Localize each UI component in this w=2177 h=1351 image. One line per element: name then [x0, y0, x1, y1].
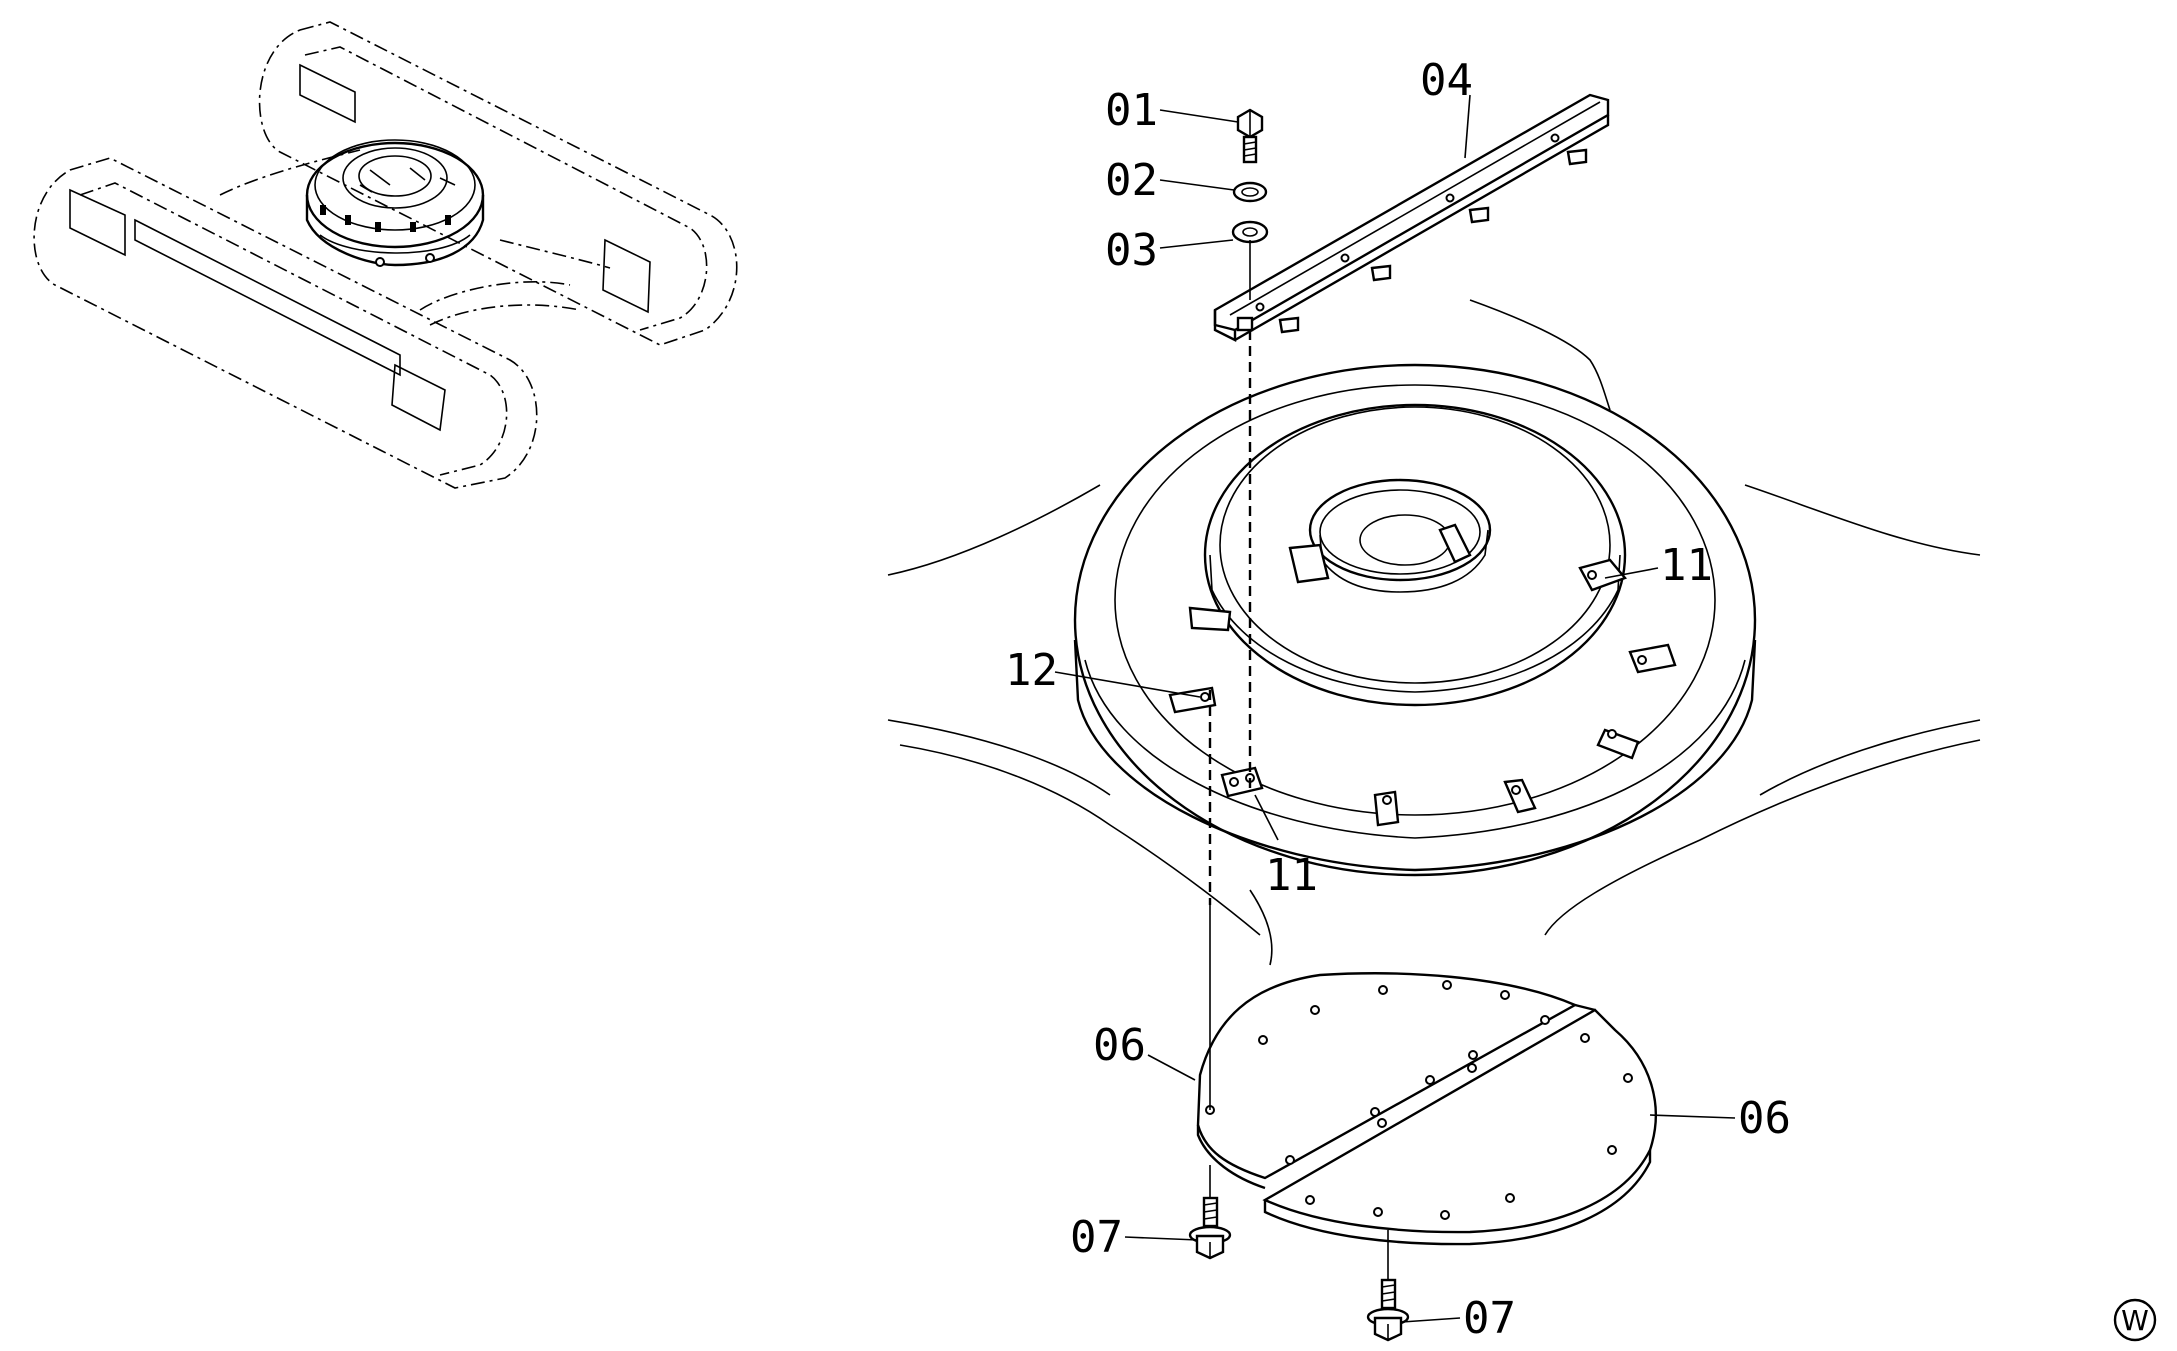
corner-mark: W — [2113, 1298, 2157, 1342]
frame-outline — [887, 299, 1981, 966]
label-part-06-left: 06 — [1093, 1020, 1146, 1071]
washer-03 — [1231, 220, 1269, 244]
angle-bracket-04 — [1213, 93, 1610, 342]
label-part-11-lower: 11 — [1265, 850, 1318, 901]
flange-bolt-07-left — [1188, 1196, 1232, 1260]
leader-lines — [1054, 94, 1736, 1323]
label-part-12: 12 — [1005, 645, 1058, 696]
swing-bearing — [1073, 363, 1757, 877]
label-part-06-right: 06 — [1738, 1093, 1791, 1144]
part-labels: 01 02 03 04 11 12 11 06 06 07 07 — [1005, 55, 1791, 1344]
mounting-tabs — [1168, 523, 1677, 827]
label-part-04: 04 — [1420, 55, 1473, 106]
label-part-07-right: 07 — [1463, 1293, 1516, 1344]
bolt-01 — [1236, 108, 1264, 164]
spring-washer-02 — [1232, 181, 1268, 203]
corner-mark-letter: W — [2121, 1304, 2149, 1337]
label-part-07-left: 07 — [1070, 1212, 1123, 1263]
undercarriage-overview — [33, 21, 738, 489]
label-part-11-upper: 11 — [1660, 540, 1713, 591]
label-part-02: 02 — [1105, 155, 1158, 206]
label-part-03: 03 — [1105, 225, 1158, 276]
label-part-01: 01 — [1105, 85, 1158, 136]
cover-plates-06 — [1196, 972, 1657, 1246]
assembly-lines — [1208, 240, 1389, 1280]
flange-bolt-07-right — [1366, 1278, 1410, 1342]
